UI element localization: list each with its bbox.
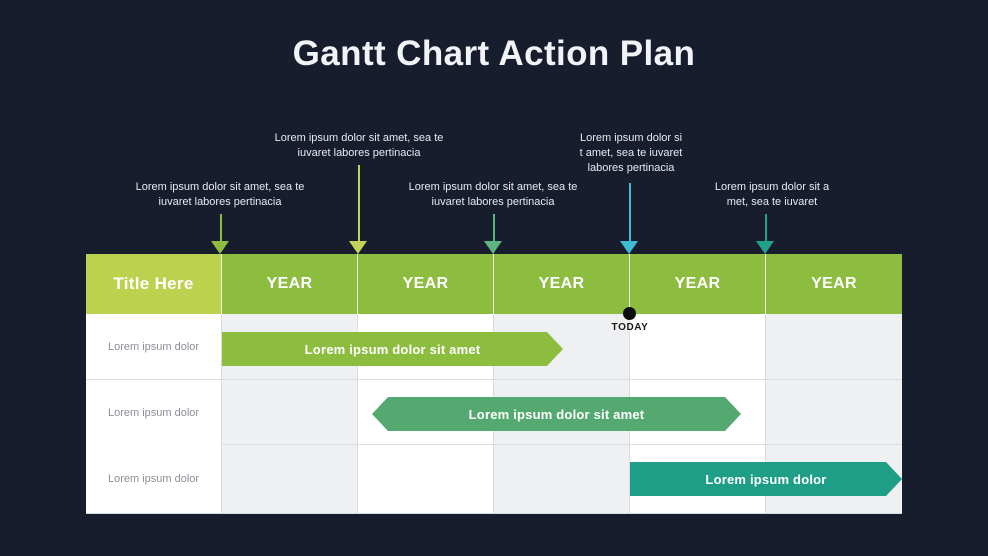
annotation-label-2: Lorem ipsum dolor sit amet, sea te iuvar…: [274, 132, 444, 159]
page-title: Gantt Chart Action Plan: [292, 34, 696, 73]
annotation-arrowhead-1: [211, 241, 229, 254]
task-bar-2[interactable]: Lorem ipsum dolor: [630, 462, 902, 496]
row-separator-1: [86, 379, 902, 380]
header-cell-year-5: YEAR: [766, 254, 902, 314]
annotation-arrowhead-2: [349, 241, 367, 254]
task-bar-1[interactable]: Lorem ipsum dolor sit amet: [372, 397, 741, 431]
row-separator-3: [86, 513, 902, 514]
annotation-label-4: Lorem ipsum dolor si t amet, sea te iuva…: [579, 132, 683, 174]
annotation-arrowhead-5: [756, 241, 774, 254]
today-marker-label: TODAY: [611, 322, 649, 333]
header-cell-year-1: YEAR: [222, 254, 358, 314]
task-bar-0[interactable]: Lorem ipsum dolor sit amet: [222, 332, 563, 366]
header-cell-year-2: YEAR: [358, 254, 494, 314]
header-cell-title: Title Here: [86, 254, 222, 314]
annotation-arrowhead-4: [620, 241, 638, 254]
annotation-connector-1: [220, 214, 222, 242]
annotation-label-1: Lorem ipsum dolor sit amet, sea te iuvar…: [135, 181, 305, 208]
today-marker-dot: [623, 307, 636, 320]
annotation-connector-5: [765, 214, 767, 242]
header-cell-year-4: YEAR: [630, 254, 766, 314]
annotation-connector-2: [358, 165, 360, 242]
annotation-arrowhead-3: [484, 241, 502, 254]
row-label-2: Lorem ipsum dolor: [86, 445, 222, 513]
header-cell-year-3: YEAR: [494, 254, 630, 314]
gantt-table: Title Here YEAR YEAR YEAR YEAR YEAR Lore…: [86, 254, 902, 514]
row-separator-2: [86, 444, 902, 445]
row-label-0: Lorem ipsum dolor: [86, 314, 222, 379]
annotation-label-3: Lorem ipsum dolor sit amet, sea te iuvar…: [408, 181, 578, 208]
annotation-connector-4: [629, 183, 631, 242]
annotation-label-5: Lorem ipsum dolor sit a met, sea te iuva…: [714, 181, 830, 208]
row-label-1: Lorem ipsum dolor: [86, 380, 222, 445]
annotation-connector-3: [493, 214, 495, 242]
